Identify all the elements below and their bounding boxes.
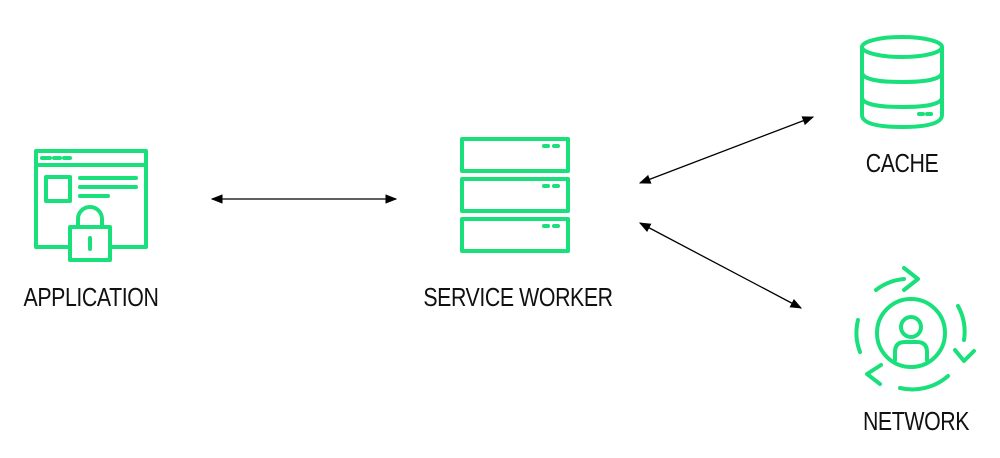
cache-label: CACHE [865, 148, 939, 178]
user-sync-icon [854, 266, 976, 392]
network-label: NETWORK [862, 406, 970, 436]
database-icon [860, 35, 944, 129]
server-stack-icon [460, 137, 570, 253]
arrow-service-worker-network [638, 222, 803, 309]
application-label: APPLICATION [23, 282, 159, 312]
locked-browser-window-icon [34, 149, 148, 262]
arrow-service-worker-cache [638, 116, 815, 184]
service-worker-label: SERVICE WORKER [423, 282, 613, 312]
